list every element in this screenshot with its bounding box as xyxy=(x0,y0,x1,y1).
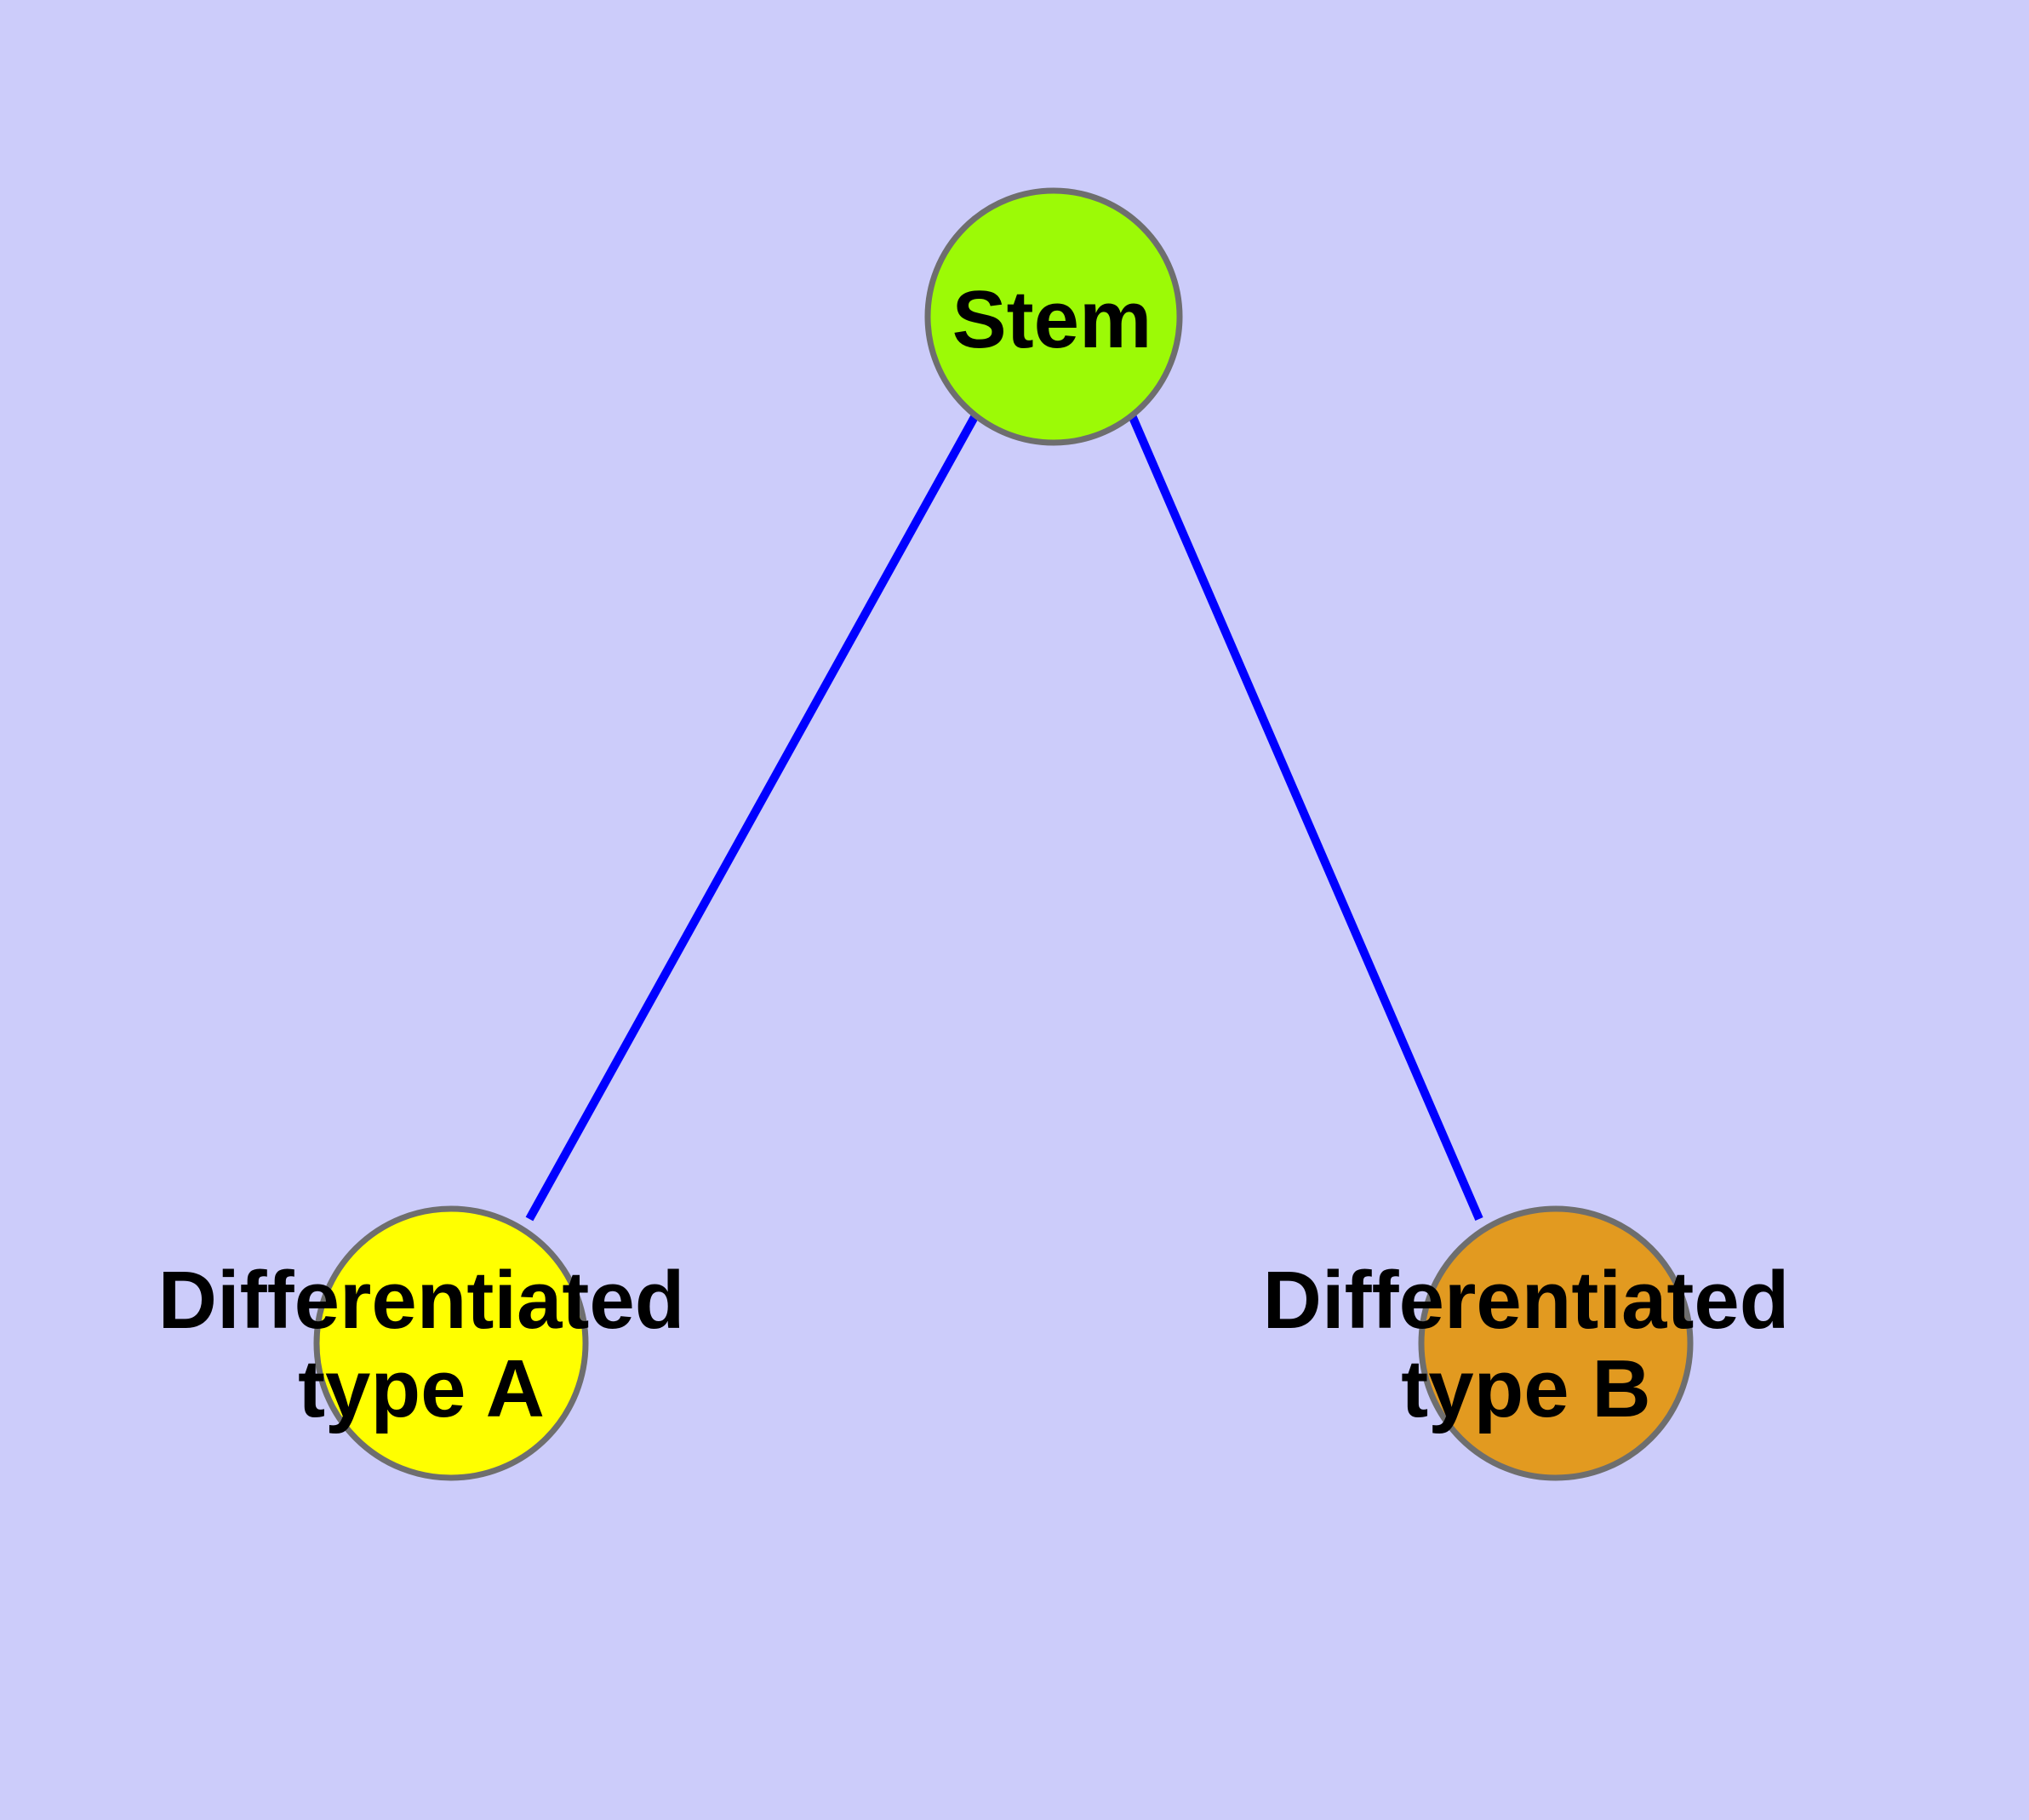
node-circle-stem[interactable] xyxy=(924,187,1183,446)
graph-edge-stem-to-diff-b[interactable] xyxy=(1128,414,1483,1221)
graph-node-diff-a[interactable] xyxy=(313,1205,589,1481)
graph-node-diff-b[interactable] xyxy=(1418,1205,1694,1481)
graph-edge-stem-to-diff-a[interactable] xyxy=(525,413,980,1222)
node-label-line: Differentiated xyxy=(158,1255,685,1346)
node-label-line: type B xyxy=(1401,1343,1650,1434)
node-circle-diff-a[interactable] xyxy=(313,1205,589,1481)
node-circle-diff-b[interactable] xyxy=(1418,1205,1694,1481)
graph-node-stem[interactable] xyxy=(924,187,1183,446)
node-label-line: type A xyxy=(298,1343,545,1434)
node-label-stem: Stem xyxy=(952,274,1152,365)
edge-layer xyxy=(525,413,1483,1222)
node-label-line: Stem xyxy=(952,274,1152,365)
node-label-line: Differentiated xyxy=(1263,1255,1790,1346)
